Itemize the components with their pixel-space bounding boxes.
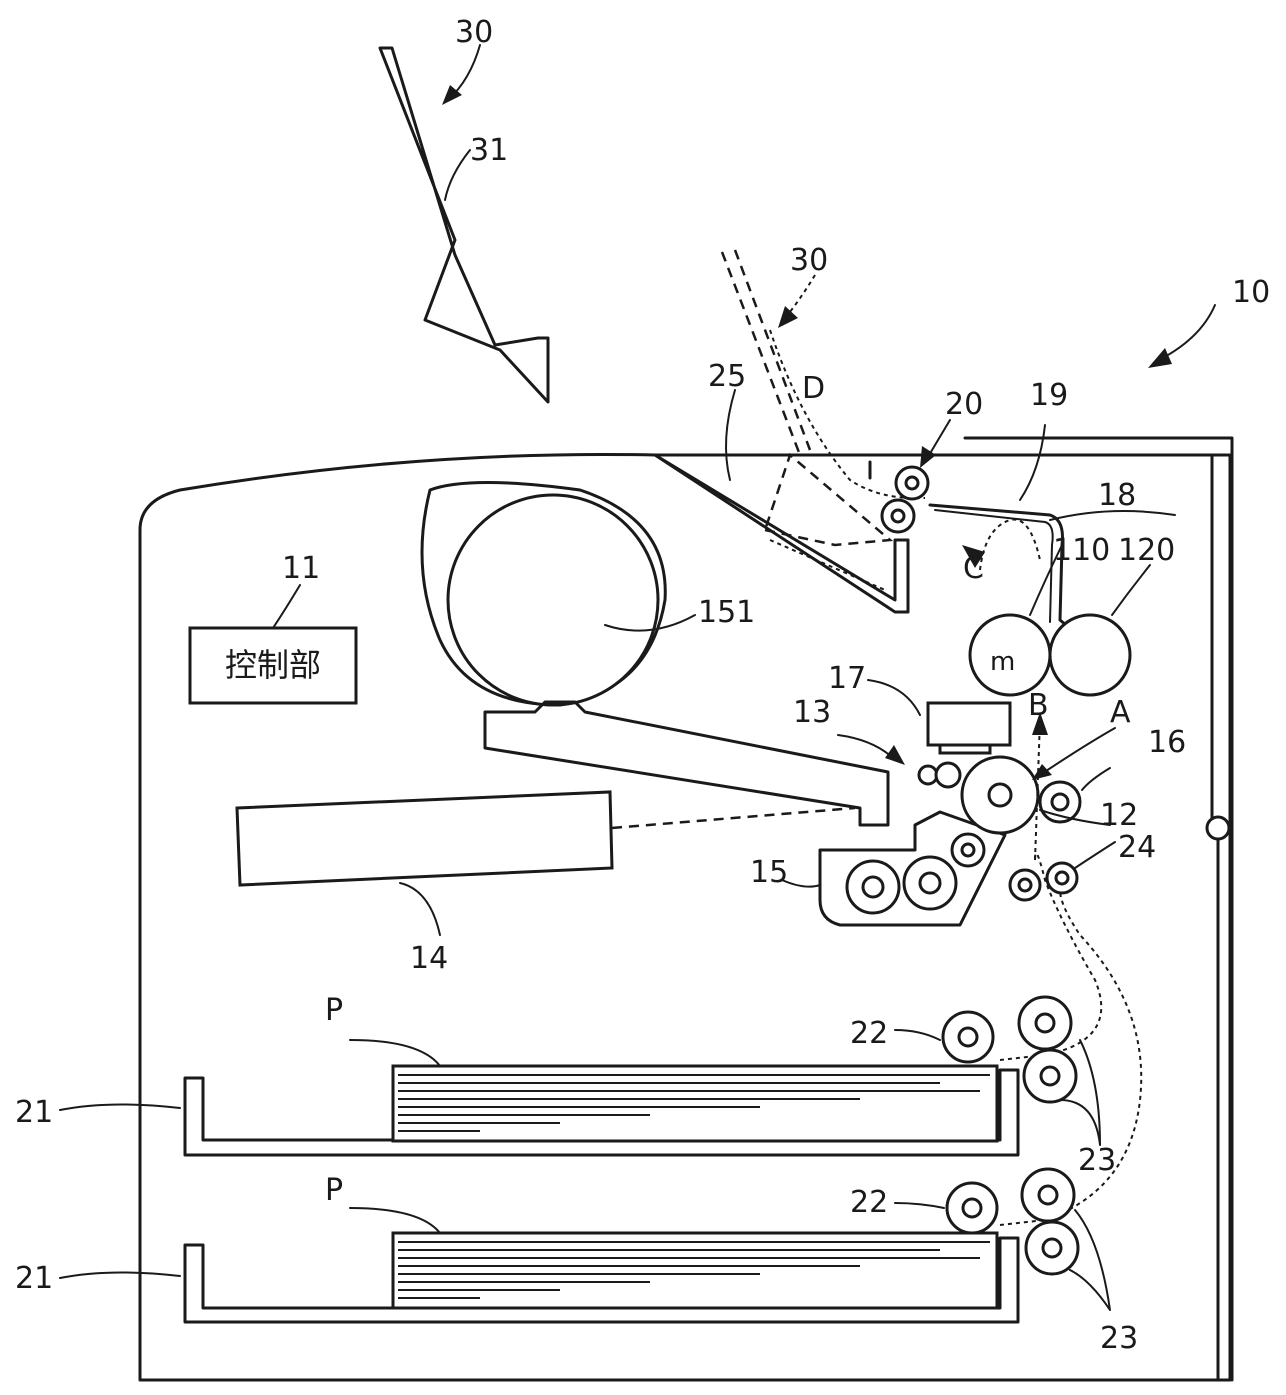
charging-roller — [917, 764, 939, 786]
upper-cover-open — [378, 46, 550, 404]
toner-drum — [446, 493, 660, 707]
label-25: 25 — [708, 359, 746, 394]
paper-stack-1 — [391, 1064, 999, 1143]
label-24: 24 — [1118, 830, 1156, 865]
paper-tray-1 — [183, 1068, 1020, 1157]
label-17: 17 — [828, 661, 866, 696]
label-12: 12 — [1100, 798, 1138, 833]
label-151: 151 — [698, 595, 755, 630]
label-D: D — [802, 371, 825, 406]
paper-path-D — [769, 329, 926, 500]
right-cover — [963, 436, 1234, 1382]
developing-unit — [818, 810, 1007, 927]
label-18: 18 — [1098, 478, 1136, 513]
label-30-top: 30 — [455, 15, 493, 50]
exposure-device — [235, 790, 614, 887]
label-21-b: 21 — [15, 1261, 53, 1296]
label-30-mid: 30 — [790, 243, 828, 278]
label-110: 110 — [1053, 533, 1110, 568]
label-A: A — [1110, 695, 1131, 730]
cover-hinge — [1205, 815, 1231, 841]
label-22-b: 22 — [850, 1185, 888, 1220]
upper-cover-dashed — [720, 249, 812, 456]
label-21-a: 21 — [15, 1095, 53, 1130]
label-15: 15 — [750, 855, 788, 890]
paper-stack-2 — [391, 1231, 999, 1310]
label-120: 120 — [1118, 533, 1175, 568]
laser-unit — [926, 701, 1012, 747]
label-23-b: 23 — [1100, 1321, 1138, 1356]
label-16: 16 — [1148, 725, 1186, 760]
label-P-2: P — [325, 1173, 343, 1208]
label-C: C — [963, 551, 984, 586]
printer-housing — [138, 452, 1232, 1382]
label-P-1: P — [325, 993, 343, 1028]
label-22-a: 22 — [850, 1016, 888, 1051]
controller-box-text: 控制部 — [225, 646, 321, 684]
label-13: 13 — [793, 695, 831, 730]
output-tray — [653, 453, 910, 614]
label-B: B — [1028, 688, 1049, 723]
label-31: 31 — [470, 133, 508, 168]
svg-text:m: m — [990, 647, 1015, 677]
label-11: 11 — [282, 551, 320, 586]
feed-path — [999, 852, 1103, 1061]
label-20: 20 — [945, 387, 983, 422]
support-arm — [483, 700, 890, 827]
label-23-a: 23 — [1078, 1143, 1116, 1178]
paper-path-C — [979, 518, 1041, 571]
paper-tray-2 — [183, 1236, 1020, 1324]
pressure-roller — [1048, 613, 1132, 697]
label-19: 19 — [1030, 378, 1068, 413]
label-10: 10 — [1232, 275, 1270, 310]
label-14: 14 — [410, 941, 448, 976]
